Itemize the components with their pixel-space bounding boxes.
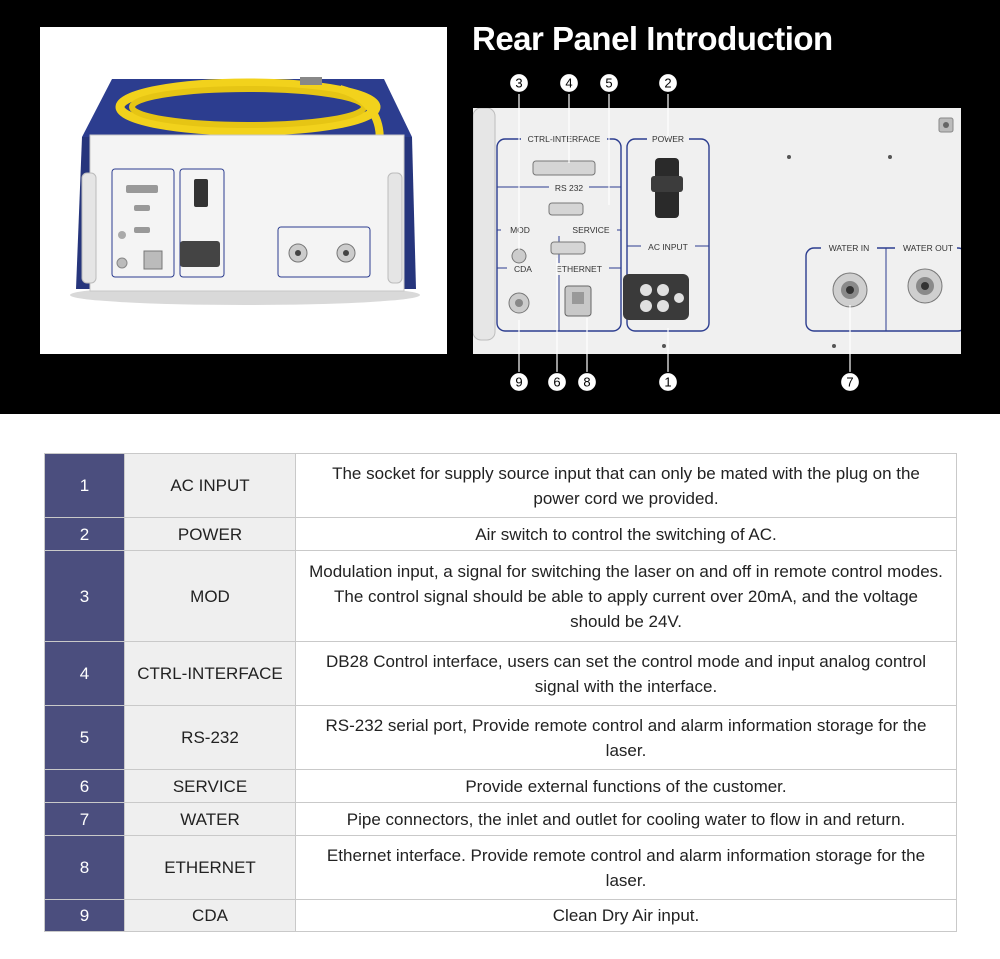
label-water-out: WATER OUT	[903, 243, 953, 253]
svg-text:8: 8	[583, 375, 590, 390]
row-name: AC INPUT	[124, 453, 296, 518]
label-service: SERVICE	[572, 225, 609, 235]
svg-text:3: 3	[515, 76, 522, 91]
row-description: Clean Dry Air input.	[295, 899, 957, 932]
table-row: 1 AC INPUT The socket for supply source …	[44, 453, 957, 518]
row-description: Air switch to control the switching of A…	[295, 517, 957, 551]
callout-7: 7	[839, 371, 861, 393]
callout-leader-lines	[518, 94, 851, 372]
svg-text:4: 4	[565, 76, 572, 91]
row-number: 5	[44, 705, 125, 770]
callout-2: 2	[657, 72, 679, 94]
label-mod: MOD	[510, 225, 530, 235]
row-name: MOD	[124, 550, 296, 642]
table-row: 9 CDA Clean Dry Air input.	[44, 899, 957, 932]
svg-text:1: 1	[664, 375, 671, 390]
hero-banner: Rear Panel Introduction CTRL-INTERFACE R…	[0, 0, 1000, 414]
table-row: 6 SERVICE Provide external functions of …	[44, 769, 957, 803]
svg-text:2: 2	[664, 76, 671, 91]
table-row: 4 CTRL-INTERFACE DB28 Control interface,…	[44, 641, 957, 706]
callout-9: 9	[508, 371, 530, 393]
row-description: RS-232 serial port, Provide remote contr…	[295, 705, 957, 770]
callout-1: 1	[657, 371, 679, 393]
table-row: 3 MOD Modulation input, a signal for swi…	[44, 550, 957, 642]
callout-5: 5	[598, 72, 620, 94]
row-name: POWER	[124, 517, 296, 551]
row-description: DB28 Control interface, users can set th…	[295, 641, 957, 706]
row-name: RS-232	[124, 705, 296, 770]
row-description: Provide external functions of the custom…	[295, 769, 957, 803]
callout-4: 4	[558, 72, 580, 94]
row-name: CTRL-INTERFACE	[124, 641, 296, 706]
label-ethernet: ETHERNET	[556, 264, 602, 274]
row-number: 8	[44, 835, 125, 900]
callout-6: 6	[546, 371, 568, 393]
svg-text:5: 5	[605, 76, 612, 91]
row-number: 6	[44, 769, 125, 803]
row-name: SERVICE	[124, 769, 296, 803]
table-row: 7 WATER Pipe connectors, the inlet and o…	[44, 802, 957, 836]
table-row: 5 RS-232 RS-232 serial port, Provide rem…	[44, 705, 957, 770]
row-number: 7	[44, 802, 125, 836]
label-water-in: WATER IN	[829, 243, 870, 253]
label-cda: CDA	[514, 264, 532, 274]
page-title: Rear Panel Introduction	[472, 20, 833, 57]
svg-text:7: 7	[846, 375, 853, 390]
callout-8: 8	[576, 371, 598, 393]
rear-panel-closeup: CTRL-INTERFACE RS 232 MOD SERVICE CDA ET…	[473, 108, 961, 354]
row-description: The socket for supply source input that …	[295, 453, 957, 518]
table-row: 2 POWER Air switch to control the switch…	[44, 517, 957, 551]
row-name: WATER	[124, 802, 296, 836]
row-description: Pipe connectors, the inlet and outlet fo…	[295, 802, 957, 836]
svg-text:6: 6	[553, 375, 560, 390]
callout-3: 3	[508, 72, 530, 94]
label-power: POWER	[652, 134, 684, 144]
row-number: 4	[44, 641, 125, 706]
row-description: Modulation input, a signal for switching…	[295, 550, 957, 642]
label-rs232: RS 232	[555, 183, 584, 193]
row-number: 1	[44, 453, 125, 518]
row-name: ETHERNET	[124, 835, 296, 900]
row-number: 9	[44, 899, 125, 932]
row-name: CDA	[124, 899, 296, 932]
label-ac-input: AC INPUT	[648, 242, 688, 252]
label-ctrl-interface: CTRL-INTERFACE	[528, 134, 601, 144]
svg-text:9: 9	[515, 375, 522, 390]
spec-table: 1 AC INPUT The socket for supply source …	[44, 453, 957, 932]
laser-rear-photo	[40, 27, 447, 354]
table-row: 8 ETHERNET Ethernet interface. Provide r…	[44, 835, 957, 900]
row-description: Ethernet interface. Provide remote contr…	[295, 835, 957, 900]
row-number: 2	[44, 517, 125, 551]
row-number: 3	[44, 550, 125, 642]
